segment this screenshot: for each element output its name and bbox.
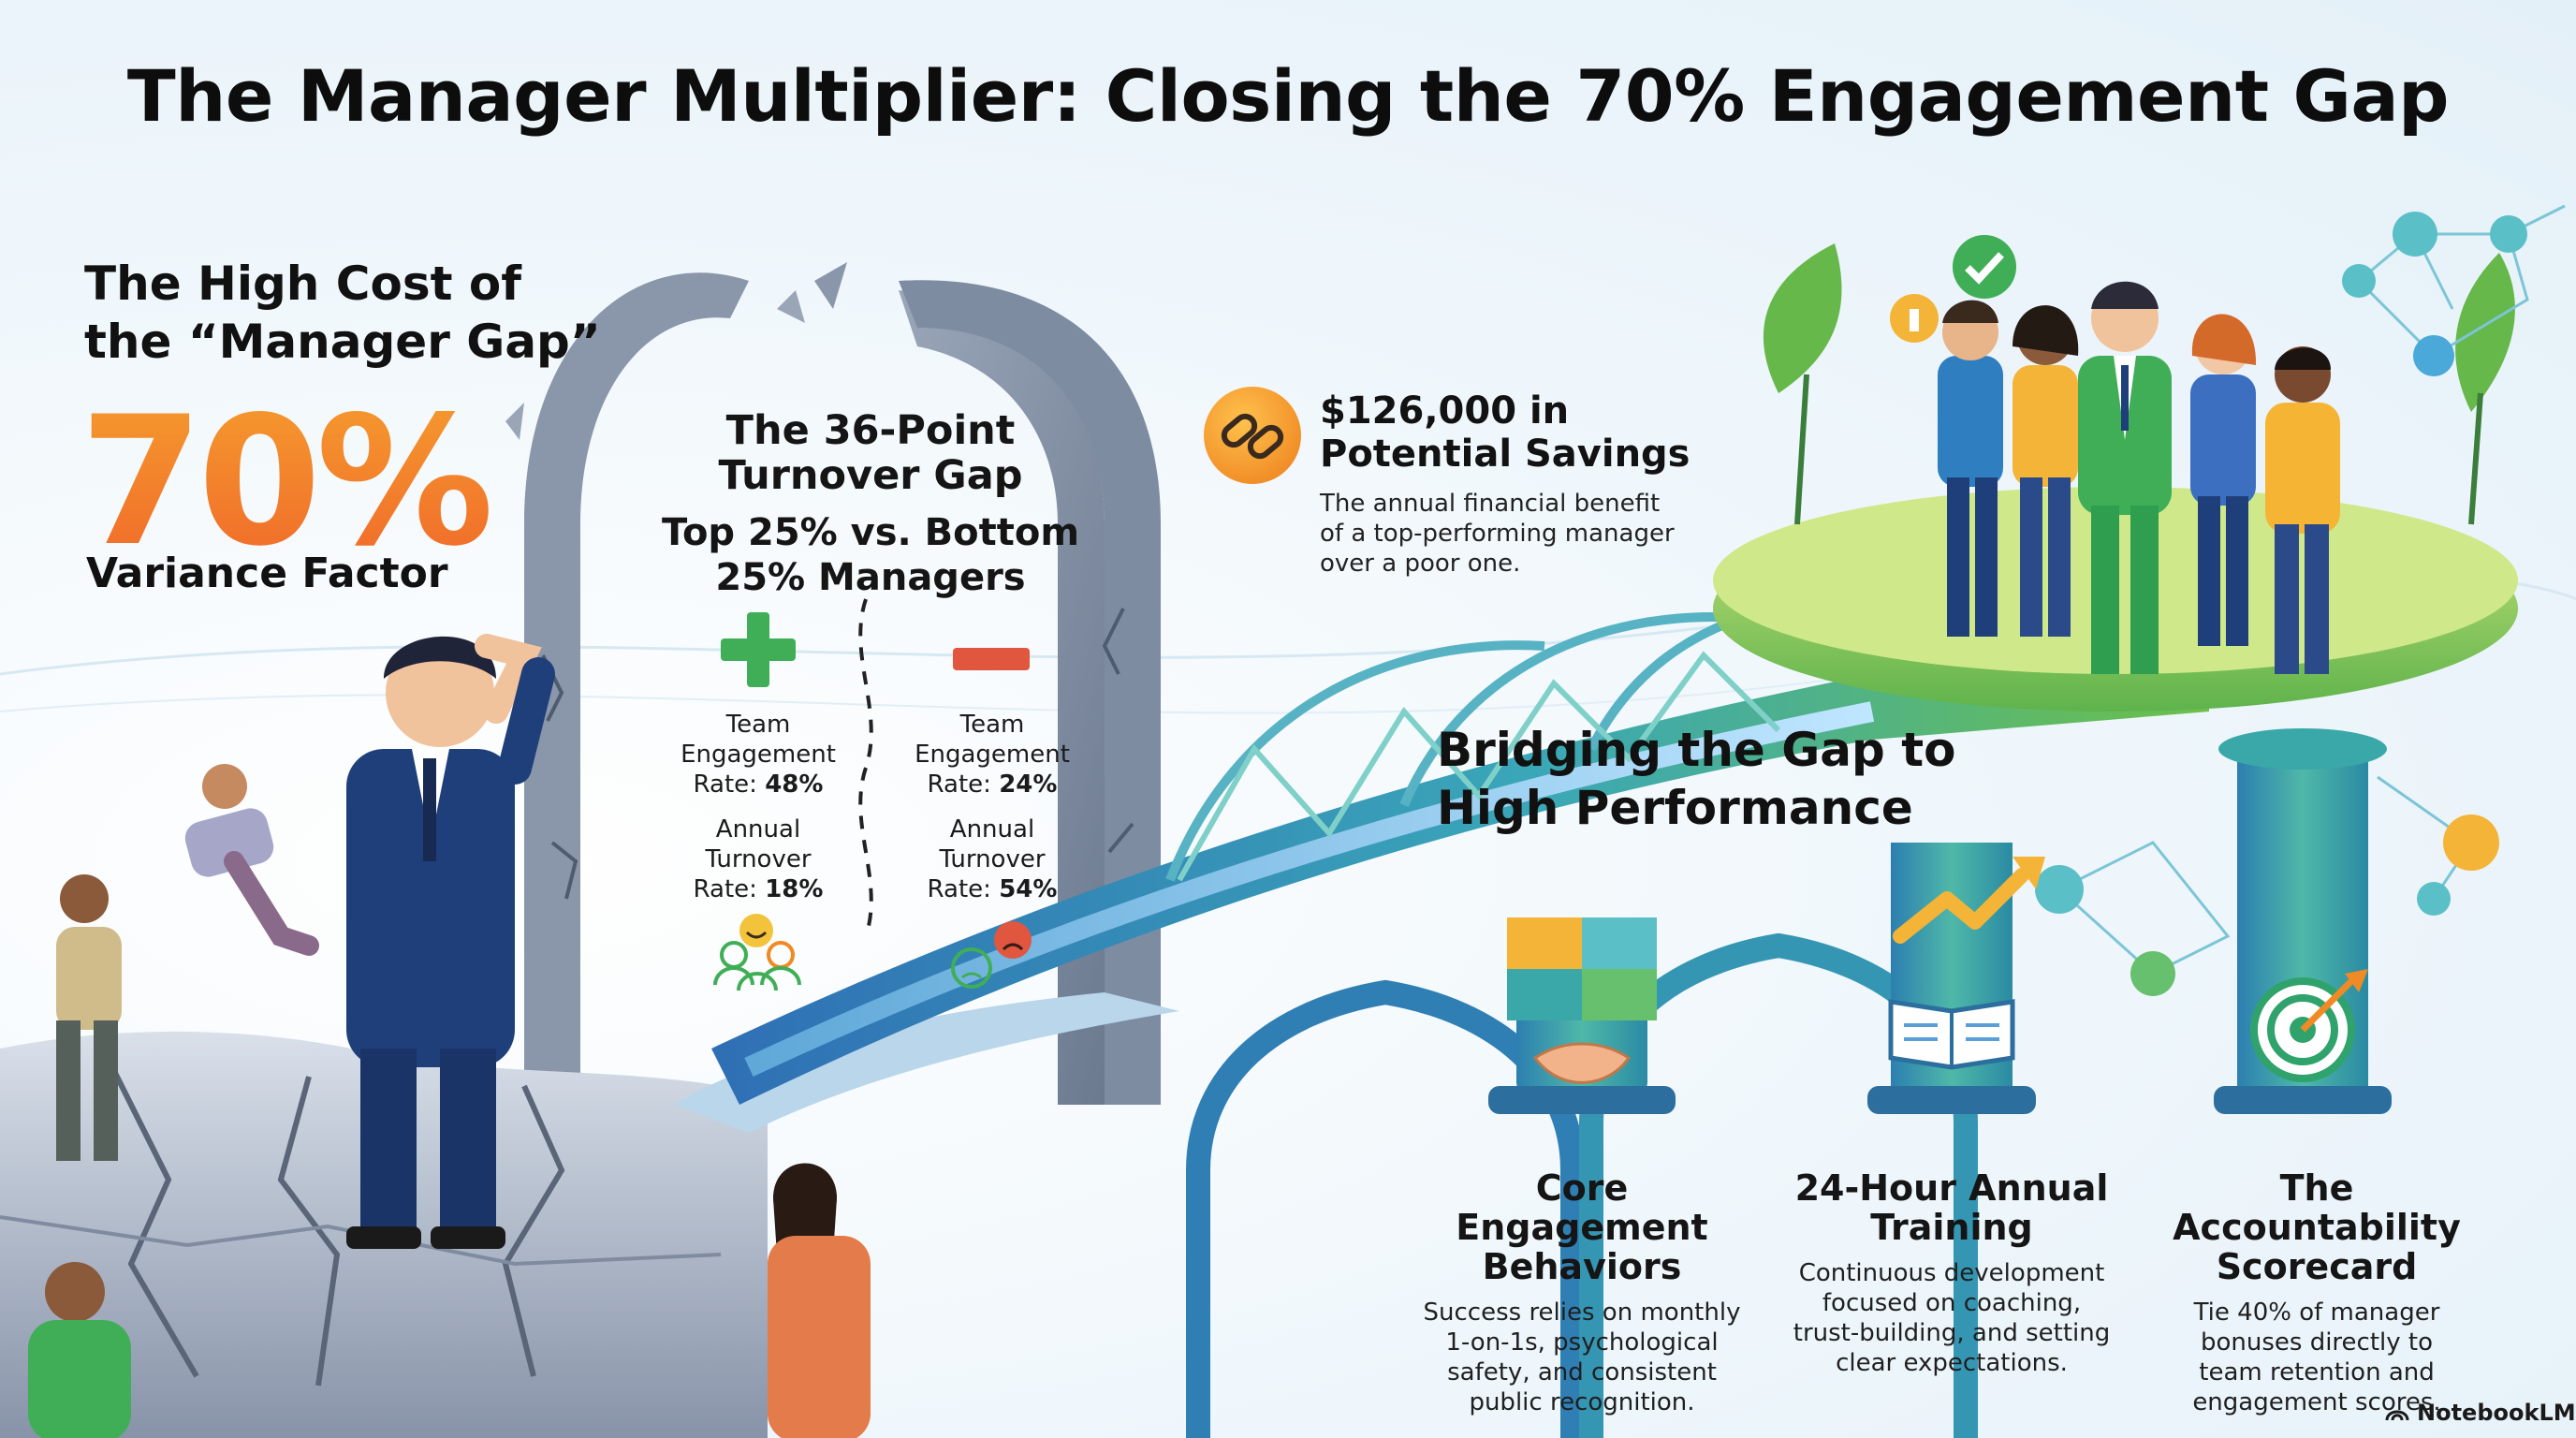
top-engagement-label-1: Team bbox=[725, 711, 791, 739]
pillar-desc-line4: clear expectations. bbox=[1836, 1349, 2068, 1377]
bridging-heading-line1: Bridging the Gap to bbox=[1437, 723, 1956, 777]
variance-label: Variance Factor bbox=[86, 550, 448, 597]
savings-desc-line3: over a poor one. bbox=[1320, 550, 1521, 578]
bottom-turnover-stat: Annual Turnover Rate: 54% bbox=[889, 814, 1095, 904]
turnover-gap-section: The 36-Point Turnover Gap bbox=[655, 408, 1086, 498]
plus-icon bbox=[721, 612, 796, 687]
bottom-engagement-rate-line: Rate: 24% bbox=[889, 770, 1095, 800]
savings-desc-line1: The annual financial benefit bbox=[1320, 490, 1661, 518]
manager-gap-heading-line1: The High Cost of bbox=[84, 257, 522, 311]
happy-team-icon bbox=[713, 914, 801, 991]
page-title: The Manager Multiplier: Closing the 70% … bbox=[126, 54, 2450, 138]
pillar-desc-line3: team retention and bbox=[2199, 1358, 2435, 1387]
top-turnover-stat: Annual Turnover Rate: 18% bbox=[655, 814, 861, 904]
open-book-icon bbox=[1888, 999, 2015, 1070]
bottom-turnover-label-2: Turnover bbox=[939, 845, 1046, 873]
top-turnover-label-1: Annual bbox=[715, 815, 801, 844]
broken-arch bbox=[505, 262, 1161, 1105]
sad-face-icon bbox=[951, 921, 1032, 989]
pillar-desc-line2: 1-on-1s, psychological bbox=[1445, 1328, 1719, 1357]
savings-desc-line2: of a top-performing manager bbox=[1320, 520, 1675, 548]
lightbulb-icon bbox=[1890, 294, 1939, 343]
manager-gap-section: The High Cost of the “Manager Gap” bbox=[84, 255, 601, 371]
bottom-engagement-rate: 24% bbox=[999, 770, 1058, 799]
falling-people bbox=[28, 764, 871, 1438]
pillar-desc-line2: bonuses directly to bbox=[2200, 1328, 2434, 1357]
high-performing-team bbox=[1938, 281, 2340, 674]
pillar-desc-line2: focused on coaching, bbox=[1822, 1289, 2082, 1317]
pillar-desc-line4: public recognition. bbox=[1469, 1388, 1695, 1416]
bridging-section: Bridging the Gap to High Performance bbox=[1437, 721, 1955, 837]
top-engagement-label-2: Engagement bbox=[681, 741, 836, 769]
pillar-title-line1: The Accountability bbox=[2173, 1167, 2461, 1248]
pillar-title-line2: Scorecard bbox=[2216, 1246, 2418, 1287]
savings-section: $126,000 in Potential Savings The annual… bbox=[1320, 389, 1690, 579]
top-turnover-rate-label: Rate: bbox=[693, 875, 757, 903]
pillar-title-line1: Core Engagement bbox=[1456, 1167, 1708, 1248]
variance-stat: 70% bbox=[80, 378, 494, 585]
pillar-core-behaviors: Core Engagement Behaviors Success relies… bbox=[1404, 1168, 1760, 1417]
turnover-sub-line1: Top 25% vs. Bottom bbox=[661, 511, 1080, 554]
pillar-annual-training: 24-Hour Annual Training Continuous devel… bbox=[1774, 1168, 2130, 1378]
bottom-turnover-rate: 54% bbox=[999, 875, 1058, 903]
pillar-desc-line1: Success relies on monthly bbox=[1423, 1299, 1741, 1327]
puzzle-handshake-icon bbox=[1507, 917, 1657, 1084]
savings-heading-line1: $126,000 in bbox=[1320, 389, 1570, 433]
top-engagement-rate-label: Rate: bbox=[693, 770, 757, 799]
growth-arrow-icon bbox=[1893, 857, 2045, 944]
bottom-turnover-rate-line: Rate: 54% bbox=[889, 874, 1095, 904]
top-turnover-rate-line: Rate: 18% bbox=[655, 874, 861, 904]
pillar-desc-line1: Tie 40% of manager bbox=[2193, 1299, 2440, 1327]
savings-heading-line2: Potential Savings bbox=[1320, 433, 1690, 476]
turnover-heading-line1: The 36-Point bbox=[725, 407, 1016, 454]
notebooklm-logo-icon bbox=[2385, 1410, 2409, 1421]
top-engagement-rate-line: Rate: 48% bbox=[655, 770, 861, 800]
turnover-subheading: Top 25% vs. Bottom 25% Managers bbox=[655, 510, 1086, 600]
top-turnover-label-2: Turnover bbox=[705, 845, 812, 873]
divider bbox=[858, 598, 873, 937]
cracked-cliff bbox=[0, 992, 1179, 1438]
bottom-turnover-label-1: Annual bbox=[949, 815, 1035, 844]
pillar-title-line1: 24-Hour Annual bbox=[1794, 1167, 2109, 1209]
top-engagement-stat: Team Engagement Rate: 48% bbox=[655, 710, 861, 800]
broken-chain-icon bbox=[1204, 387, 1301, 484]
pillar-desc-line3: trust-building, and setting bbox=[1793, 1319, 2111, 1347]
bottom-engagement-label-1: Team bbox=[959, 711, 1025, 739]
pillar-title-line2: Training bbox=[1870, 1207, 2033, 1248]
stressed-manager bbox=[346, 634, 555, 1249]
turnover-heading-line2: Turnover Gap bbox=[718, 452, 1023, 499]
top-turnover-rate: 18% bbox=[765, 875, 824, 903]
pillar-desc-line1: Continuous development bbox=[1798, 1259, 2105, 1287]
check-badge-icon bbox=[1953, 235, 2016, 299]
minus-icon bbox=[953, 648, 1030, 670]
brand-name: NotebookLM bbox=[2417, 1400, 2576, 1426]
top-engagement-rate: 48% bbox=[765, 770, 824, 799]
bridging-heading-line2: High Performance bbox=[1437, 781, 1913, 835]
target-icon bbox=[2250, 969, 2368, 1082]
bottom-engagement-rate-label: Rate: bbox=[927, 770, 991, 799]
bottom-turnover-rate-label: Rate: bbox=[927, 875, 991, 903]
manager-gap-heading-line2: the “Manager Gap” bbox=[84, 315, 601, 369]
pillar-accountability: The Accountability Scorecard Tie 40% of … bbox=[2139, 1168, 2495, 1417]
bottom-engagement-label-2: Engagement bbox=[915, 741, 1070, 769]
pillar-title-line2: Behaviors bbox=[1482, 1246, 1682, 1287]
bottom-engagement-stat: Team Engagement Rate: 24% bbox=[889, 710, 1095, 800]
brand-badge: NotebookLM bbox=[2385, 1400, 2576, 1426]
turnover-sub-line2: 25% Managers bbox=[715, 556, 1026, 599]
pillar-desc-line3: safety, and consistent bbox=[1447, 1358, 1717, 1387]
